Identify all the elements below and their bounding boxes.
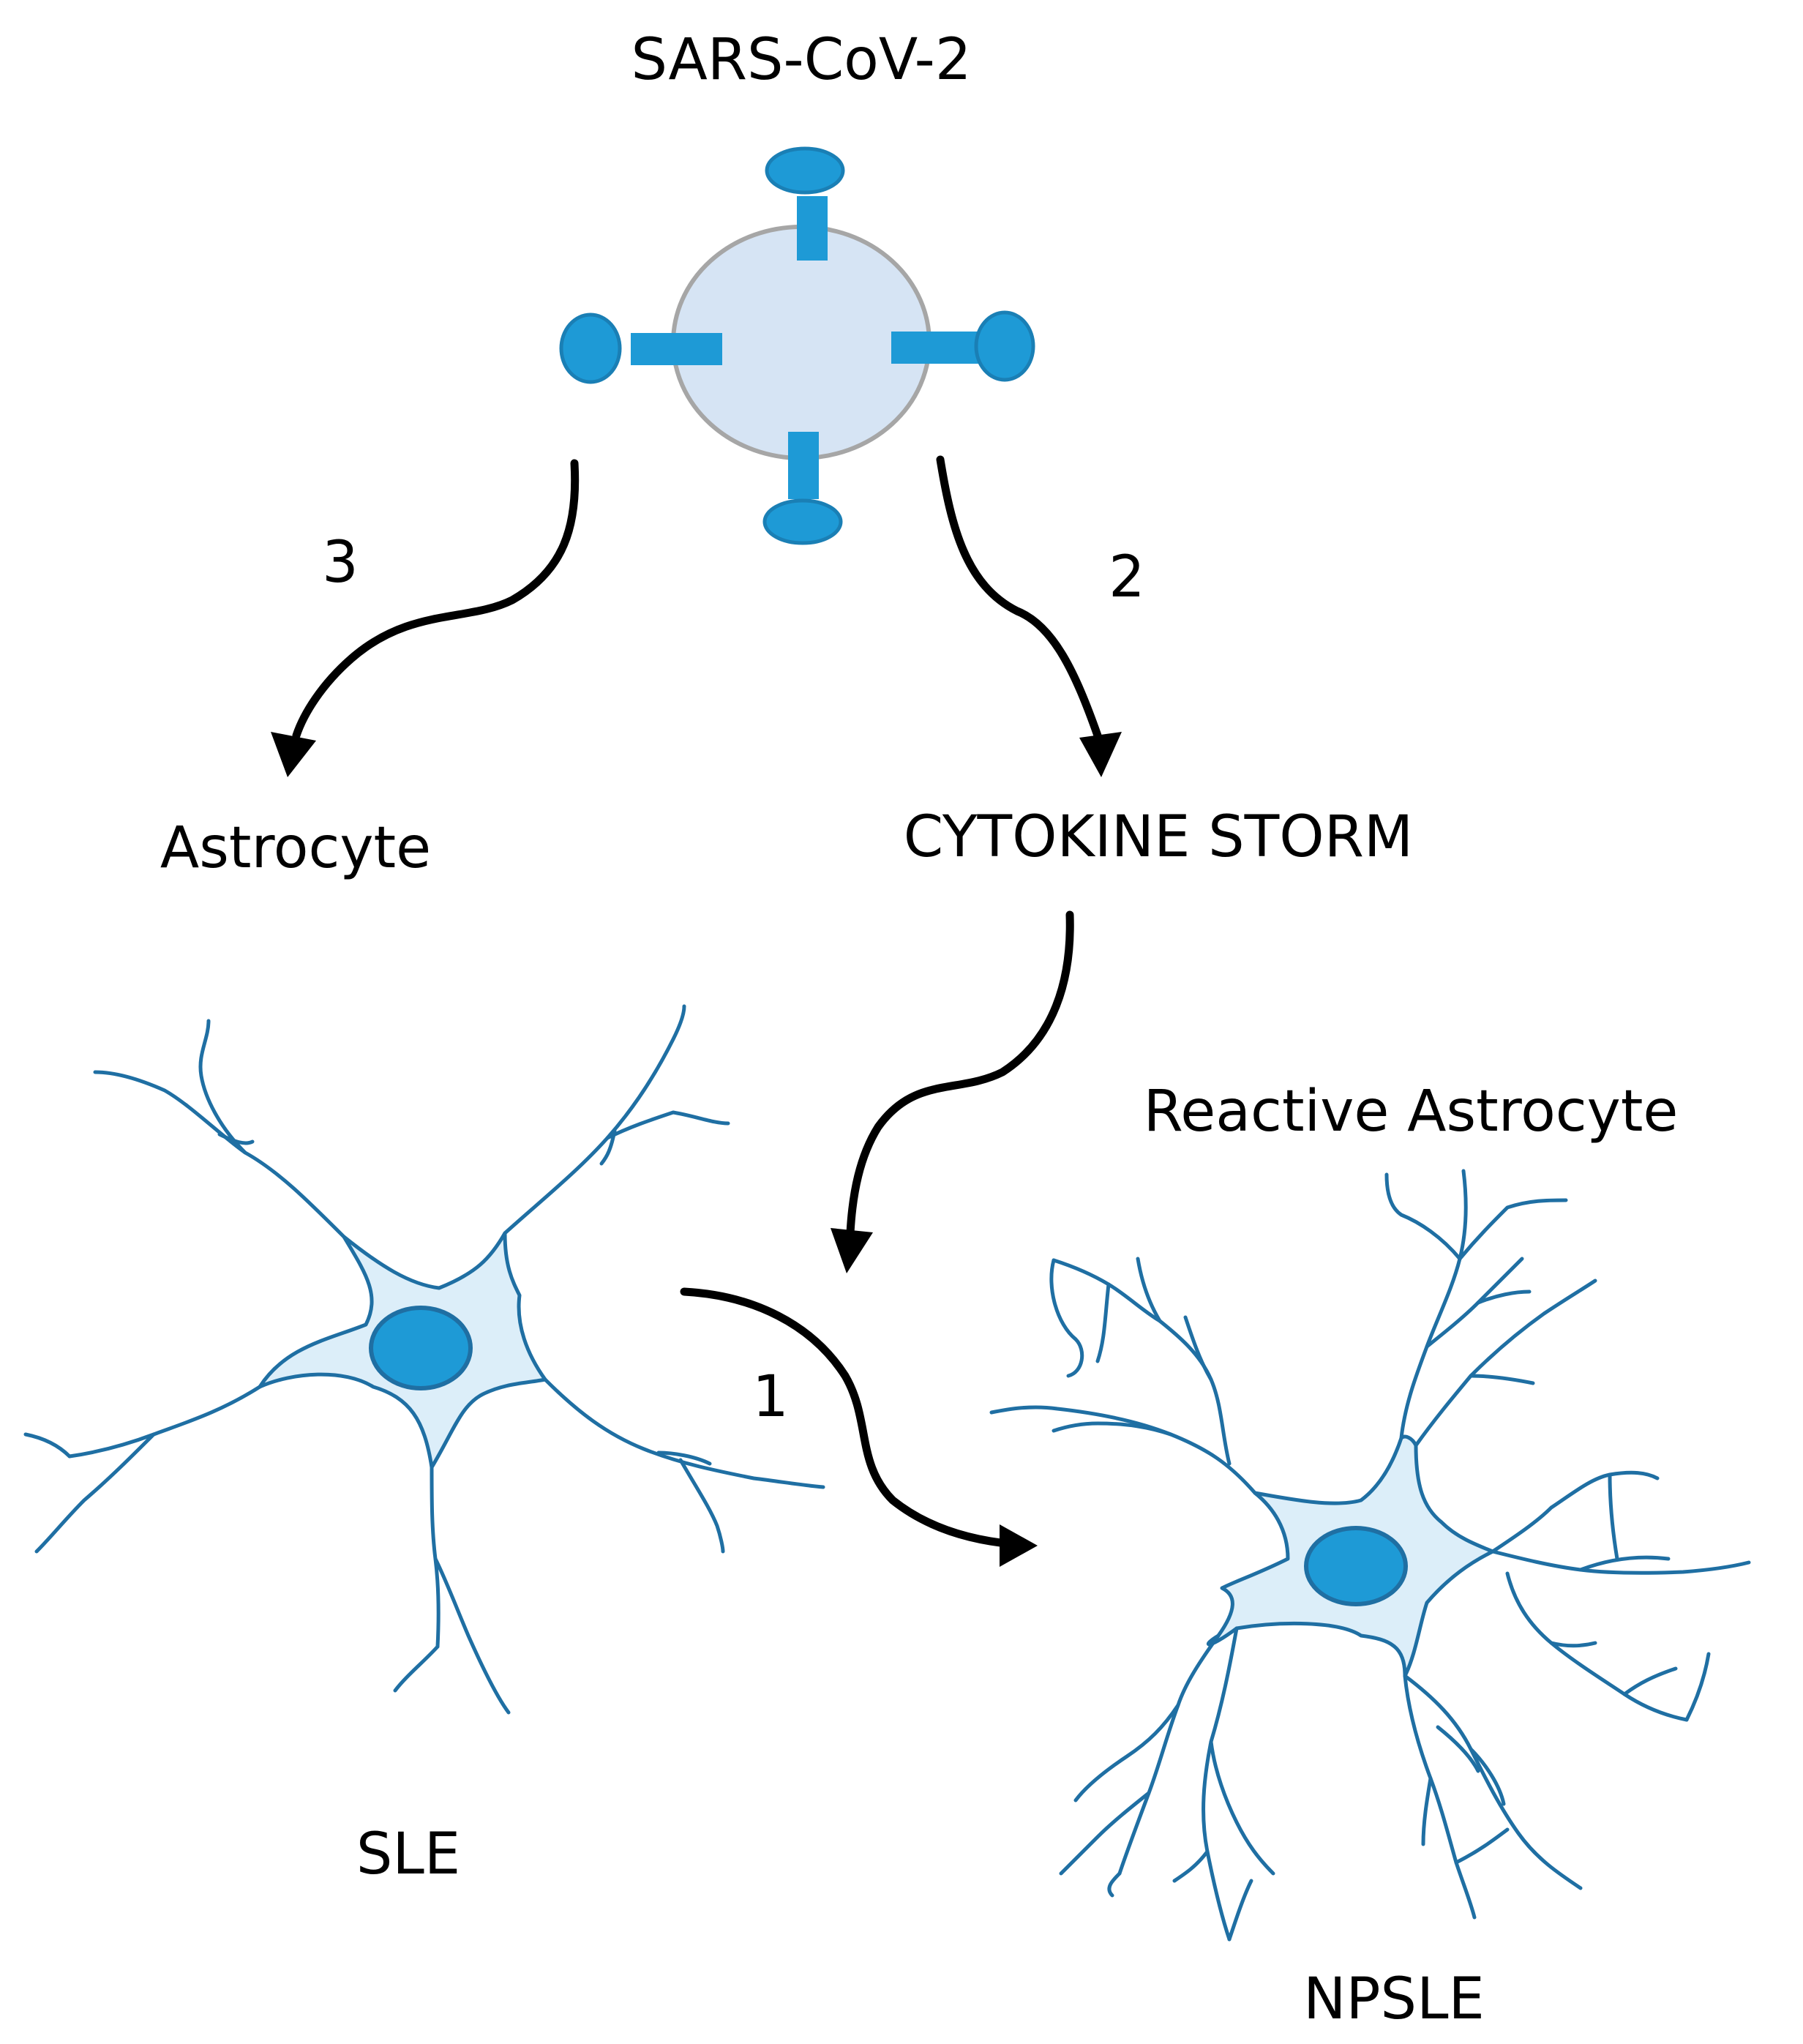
spike-top-stalk bbox=[797, 196, 828, 261]
reactive-astrocyte bbox=[989, 1169, 1751, 1942]
step-1-label: 1 bbox=[752, 1364, 789, 1430]
sle-processes bbox=[23, 1004, 825, 1715]
arrow-2 bbox=[936, 455, 1122, 777]
reactive-nucleus bbox=[1304, 1526, 1408, 1606]
step-3-label: 3 bbox=[322, 530, 359, 596]
arrow-1-shaft bbox=[680, 1287, 1018, 1549]
spike-right-stalk bbox=[891, 332, 984, 364]
arrow-cytokine-to-astrocyte bbox=[831, 910, 1074, 1273]
reactive-astrocyte-label: Reactive Astrocyte bbox=[1144, 1079, 1679, 1145]
spike-top-head bbox=[765, 146, 845, 195]
arrow-3-shaft bbox=[292, 459, 580, 740]
virus-particle bbox=[559, 146, 1035, 545]
npsle-label: NPSLE bbox=[1303, 1966, 1485, 2032]
arrow-1-head bbox=[1000, 1524, 1038, 1567]
cytokine-storm-label: CYTOKINE STORM bbox=[904, 804, 1413, 870]
arrow-cytokine-shaft bbox=[846, 910, 1074, 1238]
spike-left-head bbox=[559, 312, 622, 384]
arrow-1 bbox=[680, 1287, 1038, 1567]
sle-label: SLE bbox=[356, 1822, 460, 1887]
arrow-2-head bbox=[1079, 732, 1122, 777]
arrow-3-head bbox=[271, 732, 316, 777]
arrow-2-shaft bbox=[936, 455, 1102, 740]
spike-right-head bbox=[974, 310, 1035, 382]
step-2-label: 2 bbox=[1109, 544, 1145, 610]
spike-bottom-stalk bbox=[788, 432, 819, 499]
sle-astrocyte bbox=[23, 1004, 825, 1715]
arrow-3 bbox=[271, 459, 580, 777]
reactive-processes bbox=[989, 1169, 1751, 1942]
virus-label: SARS-CoV-2 bbox=[631, 27, 972, 93]
astrocyte-label: Astrocyte bbox=[160, 815, 431, 881]
spike-bottom-head bbox=[762, 498, 843, 545]
spike-left-stalk bbox=[631, 333, 722, 365]
sle-nucleus bbox=[369, 1306, 473, 1390]
arrow-cytokine-head bbox=[831, 1228, 873, 1273]
